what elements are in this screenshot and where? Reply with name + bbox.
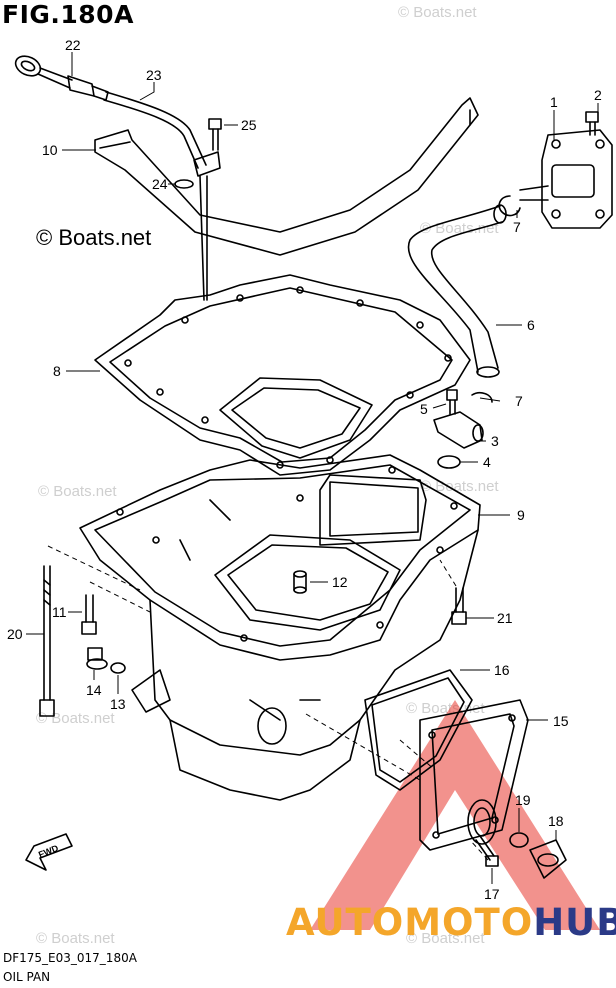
callout-16: 16 <box>494 662 510 678</box>
bolt-5 <box>446 389 458 415</box>
callout-10: 10 <box>42 142 58 158</box>
callout-14: 14 <box>86 682 102 698</box>
callout-7-lower: 7 <box>515 393 523 409</box>
brand-logo-part1: AUTOMOTO <box>286 901 534 944</box>
bolt-20 <box>39 565 55 717</box>
fwd-label: FWD <box>37 843 60 860</box>
diagram-caption: OIL PAN <box>3 970 51 984</box>
oil-pan-9 <box>79 454 481 801</box>
callout-17: 17 <box>484 886 500 902</box>
callout-8: 8 <box>53 363 61 379</box>
brand-logo: AUTOMOTOHUB <box>286 901 616 944</box>
bolt-17 <box>475 835 499 867</box>
callout-13: 13 <box>110 696 126 712</box>
callout-1: 1 <box>550 94 558 110</box>
callout-7: 7 <box>513 219 521 235</box>
callout-25: 25 <box>241 117 257 133</box>
o-ring-4 <box>437 455 461 469</box>
callout-24: 24 <box>152 176 168 192</box>
pin-12 <box>293 570 307 594</box>
cover-1 <box>519 129 613 229</box>
plug-18 <box>529 839 567 879</box>
figure-title: FIG.180A <box>2 0 134 29</box>
watermark-faint: © Boats.net <box>36 930 115 947</box>
watermark-faint: © Boats.net <box>398 4 477 21</box>
gasket-8 <box>94 274 471 476</box>
brand-logo-part2: HUB <box>533 901 616 944</box>
washer-19 <box>509 832 529 848</box>
gasket-7 <box>471 392 493 403</box>
leader-lines <box>26 52 599 884</box>
gasket-7-top <box>498 195 521 217</box>
plug-14 <box>86 647 108 670</box>
bolt-21 <box>451 587 467 625</box>
bolt-25 <box>208 118 222 151</box>
callout-21: 21 <box>497 610 513 626</box>
callout-18: 18 <box>548 813 564 829</box>
watermark-faint: © Boats.net <box>38 483 117 500</box>
o-ring-24 <box>174 179 194 189</box>
plate-10 <box>94 97 479 256</box>
callout-15: 15 <box>553 713 569 729</box>
bolt-2 <box>585 111 599 136</box>
diagram-code: DF175_E03_017_180A <box>3 951 137 965</box>
watermark-main: © Boats.net <box>36 225 152 250</box>
callout-20: 20 <box>7 626 23 642</box>
bolt-11 <box>81 594 97 635</box>
callout-2: 2 <box>594 87 602 103</box>
callout-22: 22 <box>65 37 81 53</box>
washer-13 <box>110 662 126 674</box>
hose-6 <box>407 204 507 378</box>
callout-12: 12 <box>332 574 348 590</box>
callout-5: 5 <box>420 401 428 417</box>
callout-3: 3 <box>491 433 499 449</box>
logo-triangle <box>310 700 600 930</box>
assembly-lines <box>47 545 489 861</box>
callout-11: 11 <box>52 604 67 620</box>
fwd-arrow-icon <box>25 833 73 871</box>
watermark-faint: © Boats.net <box>36 710 115 727</box>
callout-23: 23 <box>146 67 162 83</box>
callout-4: 4 <box>483 454 491 470</box>
callouts: 22 23 25 10 24 1 2 7 6 8 5 7 3 4 9 12 11… <box>7 37 602 902</box>
callout-19: 19 <box>515 792 531 808</box>
callout-9: 9 <box>517 507 525 523</box>
dipstick-tube <box>103 91 221 301</box>
gasket-16 <box>364 669 473 791</box>
callout-6: 6 <box>527 317 535 333</box>
cover-15 <box>419 699 529 851</box>
watermark-faint: © Boats.net <box>406 930 485 947</box>
dipstick-handle <box>14 55 109 101</box>
fitting-3 <box>433 411 484 449</box>
